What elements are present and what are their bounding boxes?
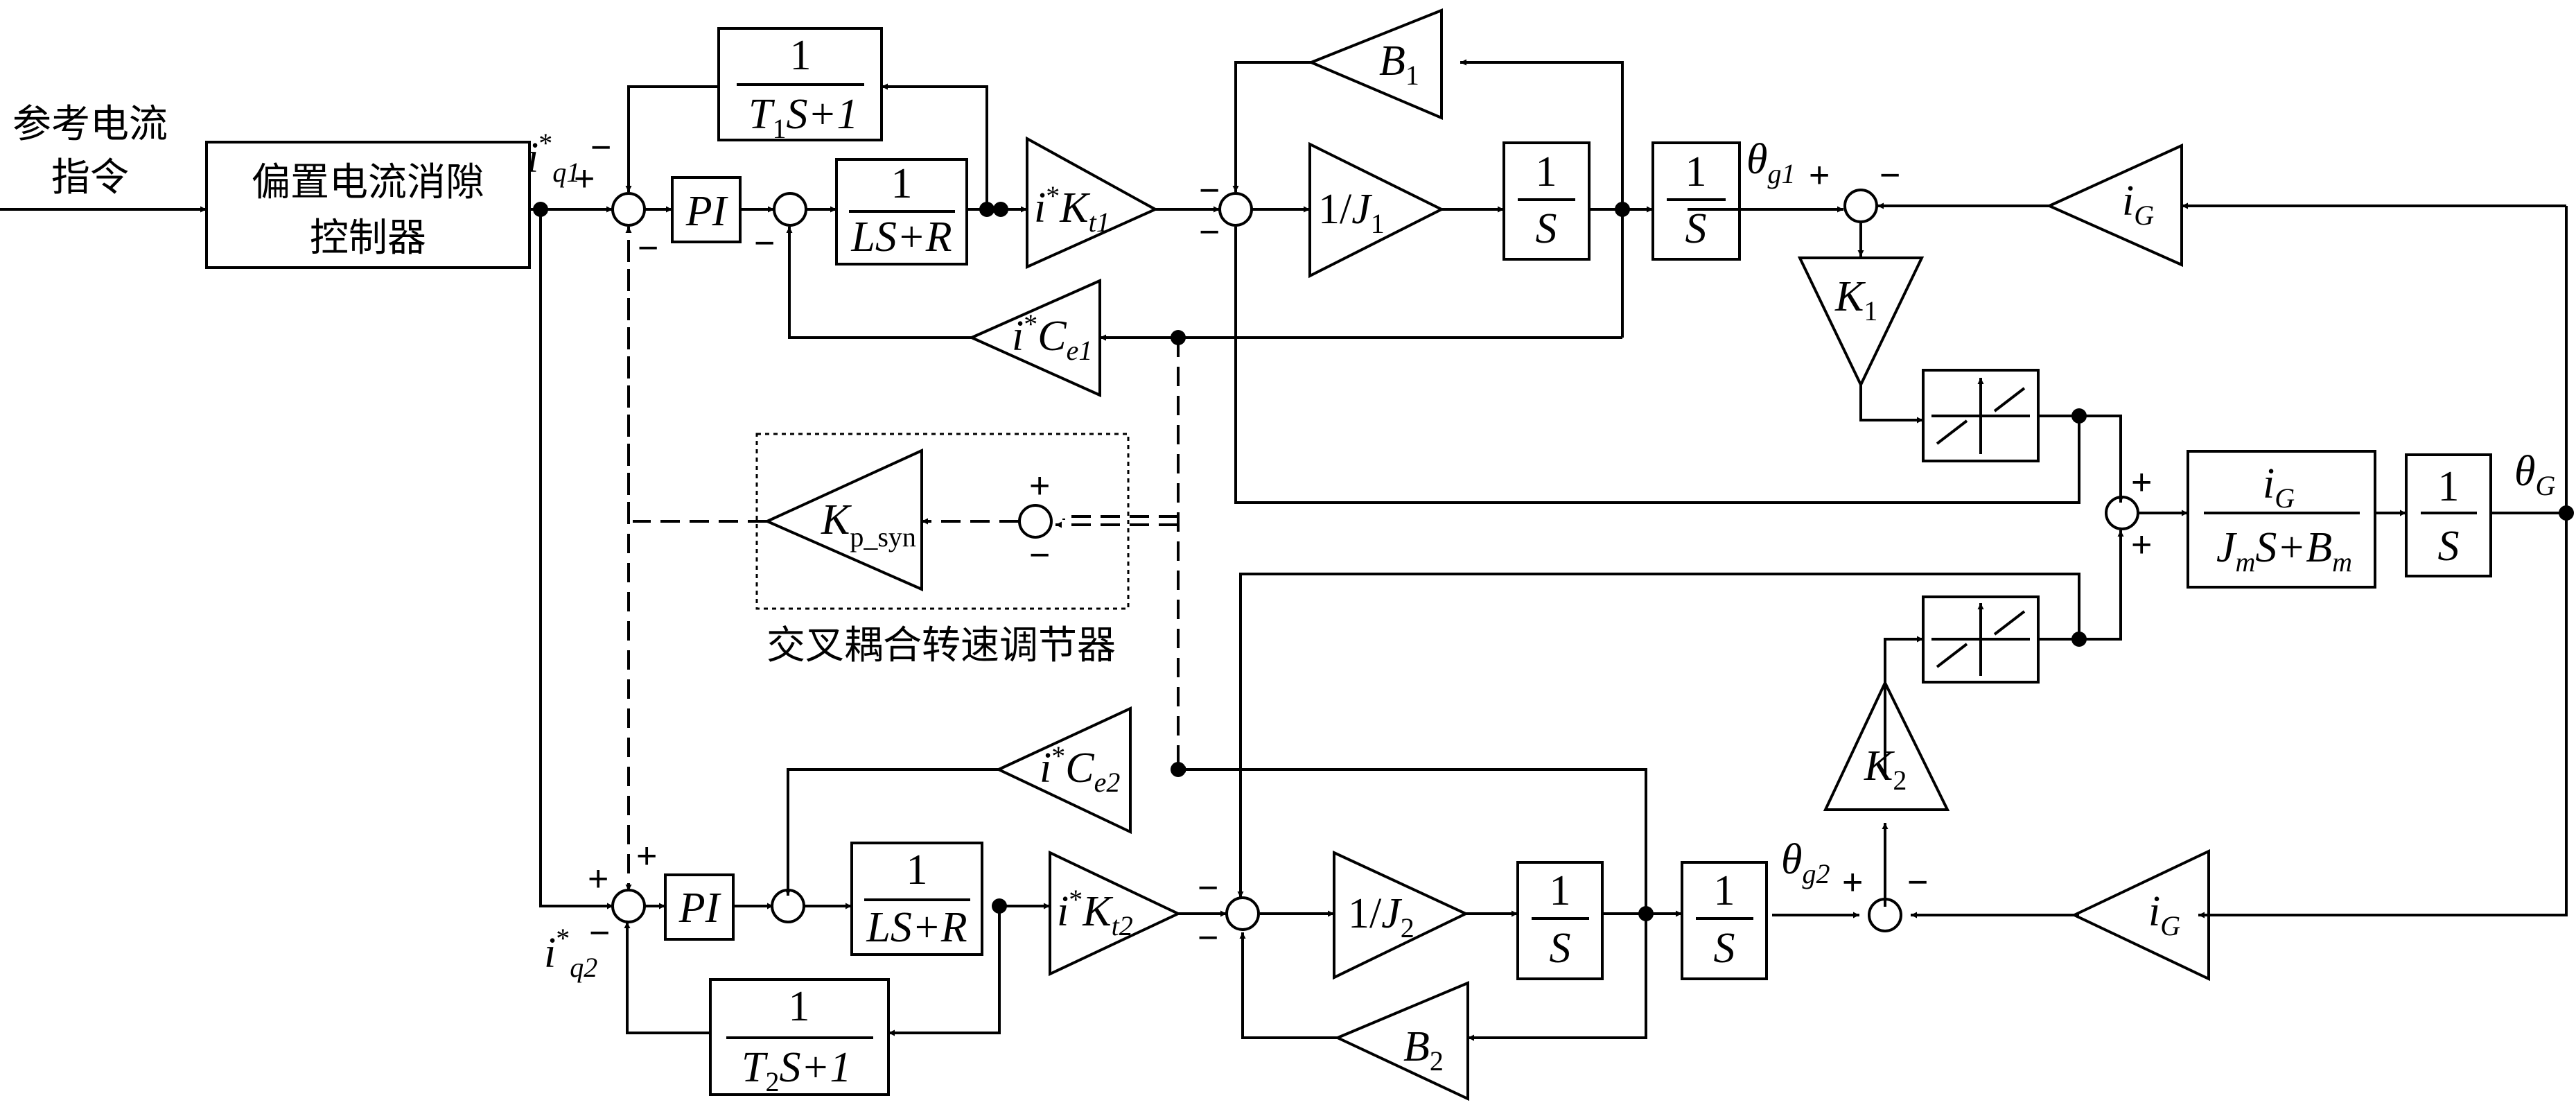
sign: + — [2131, 462, 2152, 503]
bias-controller-block — [205, 141, 531, 269]
kt1-gain — [1026, 136, 1159, 270]
sign: + — [574, 159, 595, 199]
sign: + — [1809, 155, 1830, 195]
integrator-out-block — [2405, 453, 2492, 577]
electrical2-block — [850, 842, 983, 956]
ce1-label: i*Ce1 — [1012, 308, 1092, 366]
sign: + — [2131, 525, 2152, 565]
theta-g1-label: θg1 — [1746, 136, 1795, 189]
integrator1b-num: 1 — [1685, 148, 1707, 195]
load-block — [2187, 450, 2376, 589]
j1-label: 1/J1 — [1318, 186, 1385, 239]
sign: + — [636, 836, 657, 876]
sign: + — [1029, 466, 1050, 506]
load-num: iG — [2263, 460, 2295, 514]
integrator2b-num: 1 — [1714, 867, 1735, 914]
k2-gain — [1823, 679, 1950, 811]
b2-gain — [1334, 980, 1469, 1102]
iq2-label: i*q2 — [544, 923, 597, 983]
ce2-gain — [995, 706, 1132, 835]
b1-gain — [1307, 8, 1443, 121]
j2-label: 1/J2 — [1348, 890, 1414, 943]
sign: − — [1029, 535, 1050, 575]
sign: − — [590, 128, 611, 168]
integrator2b-den: S — [1714, 925, 1735, 972]
sign: − — [638, 228, 658, 268]
integrator1-block — [1502, 141, 1591, 261]
sign: + — [588, 859, 608, 899]
electrical1-block — [835, 158, 968, 266]
sign: − — [1199, 171, 1220, 211]
iG2-label: iG — [2148, 888, 2180, 941]
input-label-line1: 参考电流 — [12, 102, 168, 147]
integrator1-num: 1 — [1536, 148, 1557, 195]
k1-gain — [1797, 256, 1925, 388]
iG2-gain — [2071, 849, 2210, 982]
filter1-block — [717, 27, 883, 141]
load-den: JmS+Bm — [2216, 524, 2352, 577]
integrator2-block — [1516, 861, 1604, 980]
integrator2-num: 1 — [1550, 867, 1571, 914]
bias-controller-line2: 控制器 — [310, 216, 426, 261]
filter1-den: T1S+1 — [748, 91, 858, 144]
sign: − — [1199, 212, 1220, 252]
electrical1-den: LS+R — [850, 214, 952, 261]
theta-G-label: θG — [2514, 448, 2555, 501]
filter2-num: 1 — [789, 983, 810, 1030]
kt1-label: i*Kt1 — [1034, 180, 1110, 238]
pi1-block — [671, 176, 742, 243]
sign: + — [1842, 862, 1863, 903]
deadzone1-block — [1922, 369, 2040, 462]
sign: − — [1198, 918, 1218, 958]
iG1-gain — [2046, 143, 2183, 268]
iG1-label: iG — [2122, 177, 2154, 231]
sign: − — [589, 913, 610, 953]
integrator-out-den: S — [2438, 523, 2460, 570]
electrical1-num: 1 — [891, 160, 913, 207]
pi2-label: PI — [678, 885, 722, 932]
cross-coupling-label: 交叉耦合转速调节器 — [766, 623, 1116, 668]
kt2-label: i*Kt2 — [1057, 884, 1133, 941]
integrator1b-den: S — [1685, 205, 1707, 252]
bias-controller-line1: 偏置电流消隙 — [252, 160, 484, 205]
integrator1-den: S — [1536, 205, 1557, 252]
ce1-gain — [968, 278, 1101, 398]
ce2-label: i*Ce2 — [1040, 740, 1120, 798]
b1-label: B1 — [1379, 37, 1419, 91]
sign: − — [1880, 155, 1900, 195]
k2-label: K2 — [1864, 742, 1907, 796]
filter1-num: 1 — [790, 32, 812, 79]
integrator2b-block — [1681, 861, 1768, 980]
j2-gain — [1333, 850, 1469, 980]
sign: − — [1198, 868, 1218, 908]
deadzone2-block — [1922, 595, 2040, 684]
integrator-out-num: 1 — [2438, 463, 2460, 510]
pi1-label: PI — [685, 188, 729, 235]
kpsyn-label: Kp_syn — [821, 496, 916, 552]
input-label-line2: 指令 — [51, 155, 129, 200]
electrical2-den: LS+R — [866, 904, 967, 951]
k1-label: K1 — [1834, 273, 1877, 327]
filter2-den: T2S+1 — [742, 1044, 851, 1097]
pi2-block — [664, 873, 735, 941]
theta-g2-label: θg2 — [1781, 836, 1830, 889]
kt2-gain — [1049, 850, 1182, 977]
filter2-block — [709, 978, 890, 1096]
integrator2-den: S — [1550, 925, 1571, 972]
j1-gain — [1308, 141, 1445, 279]
kpsyn-gain — [764, 448, 923, 592]
iq1-label: i*q1 — [527, 128, 580, 188]
electrical2-num: 1 — [906, 846, 928, 894]
b2-label: B2 — [1403, 1023, 1444, 1077]
integrator1b-block — [1651, 141, 1741, 261]
sign: − — [1907, 862, 1928, 903]
sign: − — [754, 223, 775, 263]
